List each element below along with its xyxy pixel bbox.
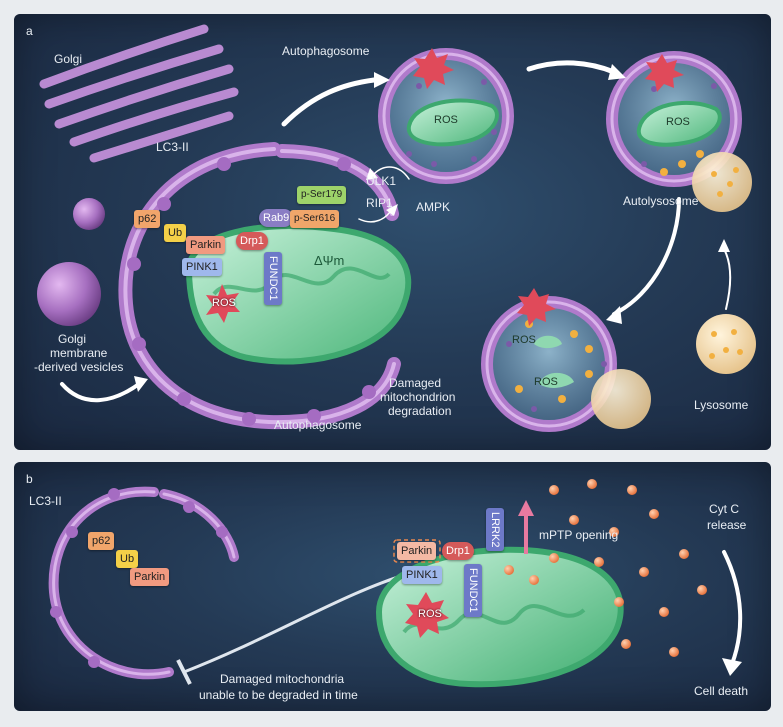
autophagosome-top	[378, 48, 514, 184]
lysosome	[696, 314, 756, 374]
lc3-label-b: LC3-II	[29, 494, 62, 508]
arrowheads-a	[134, 64, 730, 392]
mptp-label: mPTP opening	[539, 528, 619, 542]
rab9-tag: Rab9	[259, 209, 294, 227]
lc3-label: LC3-II	[156, 140, 189, 154]
ros-label-autolysosome: ROS	[666, 116, 690, 128]
lrrk2-tag-b: LRRK2	[486, 508, 504, 552]
pink1-tag: PINK1	[182, 258, 222, 276]
golgi-stack	[39, 24, 239, 163]
panel-a-drawing	[37, 24, 756, 432]
ros-label-b: ROS	[418, 608, 442, 620]
drp1-tag-b: Drp1	[442, 542, 474, 560]
panel-a-letter: a	[26, 24, 33, 38]
golgi-label: Golgi	[54, 52, 83, 66]
ros-label-top: ROS	[434, 114, 458, 126]
unable-label-line2: unable to be degraded in time	[199, 688, 358, 702]
lysosome-label: Lysosome	[694, 398, 749, 412]
parkin-tag: Parkin	[186, 236, 226, 254]
ulk1-label: ULK1	[366, 174, 397, 188]
membrane-bumps-b	[50, 488, 228, 668]
parkin-tag-b-right: Parkin	[397, 542, 437, 560]
rip1-label: RIP1	[366, 196, 393, 210]
damaged-label-line2: mitochondrion	[380, 390, 456, 404]
golgi-vesicle-large	[37, 262, 101, 326]
mptp-arrowhead	[518, 500, 534, 516]
cytc-label-line1: Cyt C	[709, 502, 739, 516]
ub-tag: Ub	[164, 224, 187, 242]
degrading-autophagosome	[481, 288, 651, 432]
cytc-particles	[504, 479, 707, 657]
autolysosome	[606, 51, 752, 212]
delta-psi-m-label: ΔΨm	[314, 253, 345, 268]
unable-label-line1: Damaged mitochondria	[220, 672, 345, 686]
panel-b-letter: b	[26, 472, 33, 486]
phagophore-membrane	[118, 142, 401, 430]
vesicles-label-line3: -derived vesicles	[34, 360, 124, 374]
autophagosome-bottom-label: Autophagosome	[274, 418, 362, 432]
fundc1-tag-b: FUNDC1	[464, 564, 482, 617]
vesicles-label-line2: membrane	[50, 346, 108, 360]
phagophore-b	[48, 486, 239, 680]
inhibition-line	[183, 570, 415, 674]
ros-star-a	[206, 284, 240, 323]
pser616-tag: p-Ser616	[290, 210, 340, 228]
panel-b: b LC3-II p62 Ub Parkin Parkin Drp1 PINK1…	[14, 462, 771, 711]
ros-label-degrade-1: ROS	[512, 334, 536, 346]
ub-tag-b: Ub	[116, 550, 139, 568]
inhibition-bar	[176, 659, 192, 685]
ros-label-degrade-2: ROS	[534, 376, 558, 388]
celldeath-label: Cell death	[694, 684, 749, 698]
vesicles-label-line1: Golgi	[58, 332, 87, 346]
autophagosome-top-label: Autophagosome	[282, 44, 370, 58]
pser179-tag: p-Ser179	[297, 186, 347, 204]
parkin-tag-b-left: Parkin	[130, 568, 170, 586]
autolysosome-label: Autolysosome	[623, 194, 699, 208]
panel-a: a Golgi LC3-II Autophagosome Autophagoso…	[14, 14, 771, 450]
ros-label-mito: ROS	[212, 297, 236, 309]
cell-death-arrow	[722, 550, 743, 666]
fundc1-tag: FUNDC1	[264, 252, 282, 305]
damaged-label-line3: degradation	[388, 404, 452, 418]
damaged-label-line1: Damaged	[389, 376, 442, 390]
mitochondrion-a	[185, 222, 412, 365]
ampk-label: AMPK	[416, 200, 451, 214]
p62-tag-b: p62	[88, 532, 115, 550]
panel-b-drawing	[48, 479, 743, 688]
cell-death-arrowhead	[722, 658, 742, 676]
parkin-dashed-box	[393, 539, 441, 563]
arrows-a	[60, 60, 732, 403]
p62-tag: p62	[134, 210, 161, 228]
pink1-tag-b: PINK1	[402, 566, 442, 584]
golgi-vesicle-small	[73, 198, 105, 230]
drp1-tag: Drp1	[236, 232, 268, 250]
cytc-label-line2: release	[707, 518, 747, 532]
membrane-bumps	[127, 157, 376, 426]
